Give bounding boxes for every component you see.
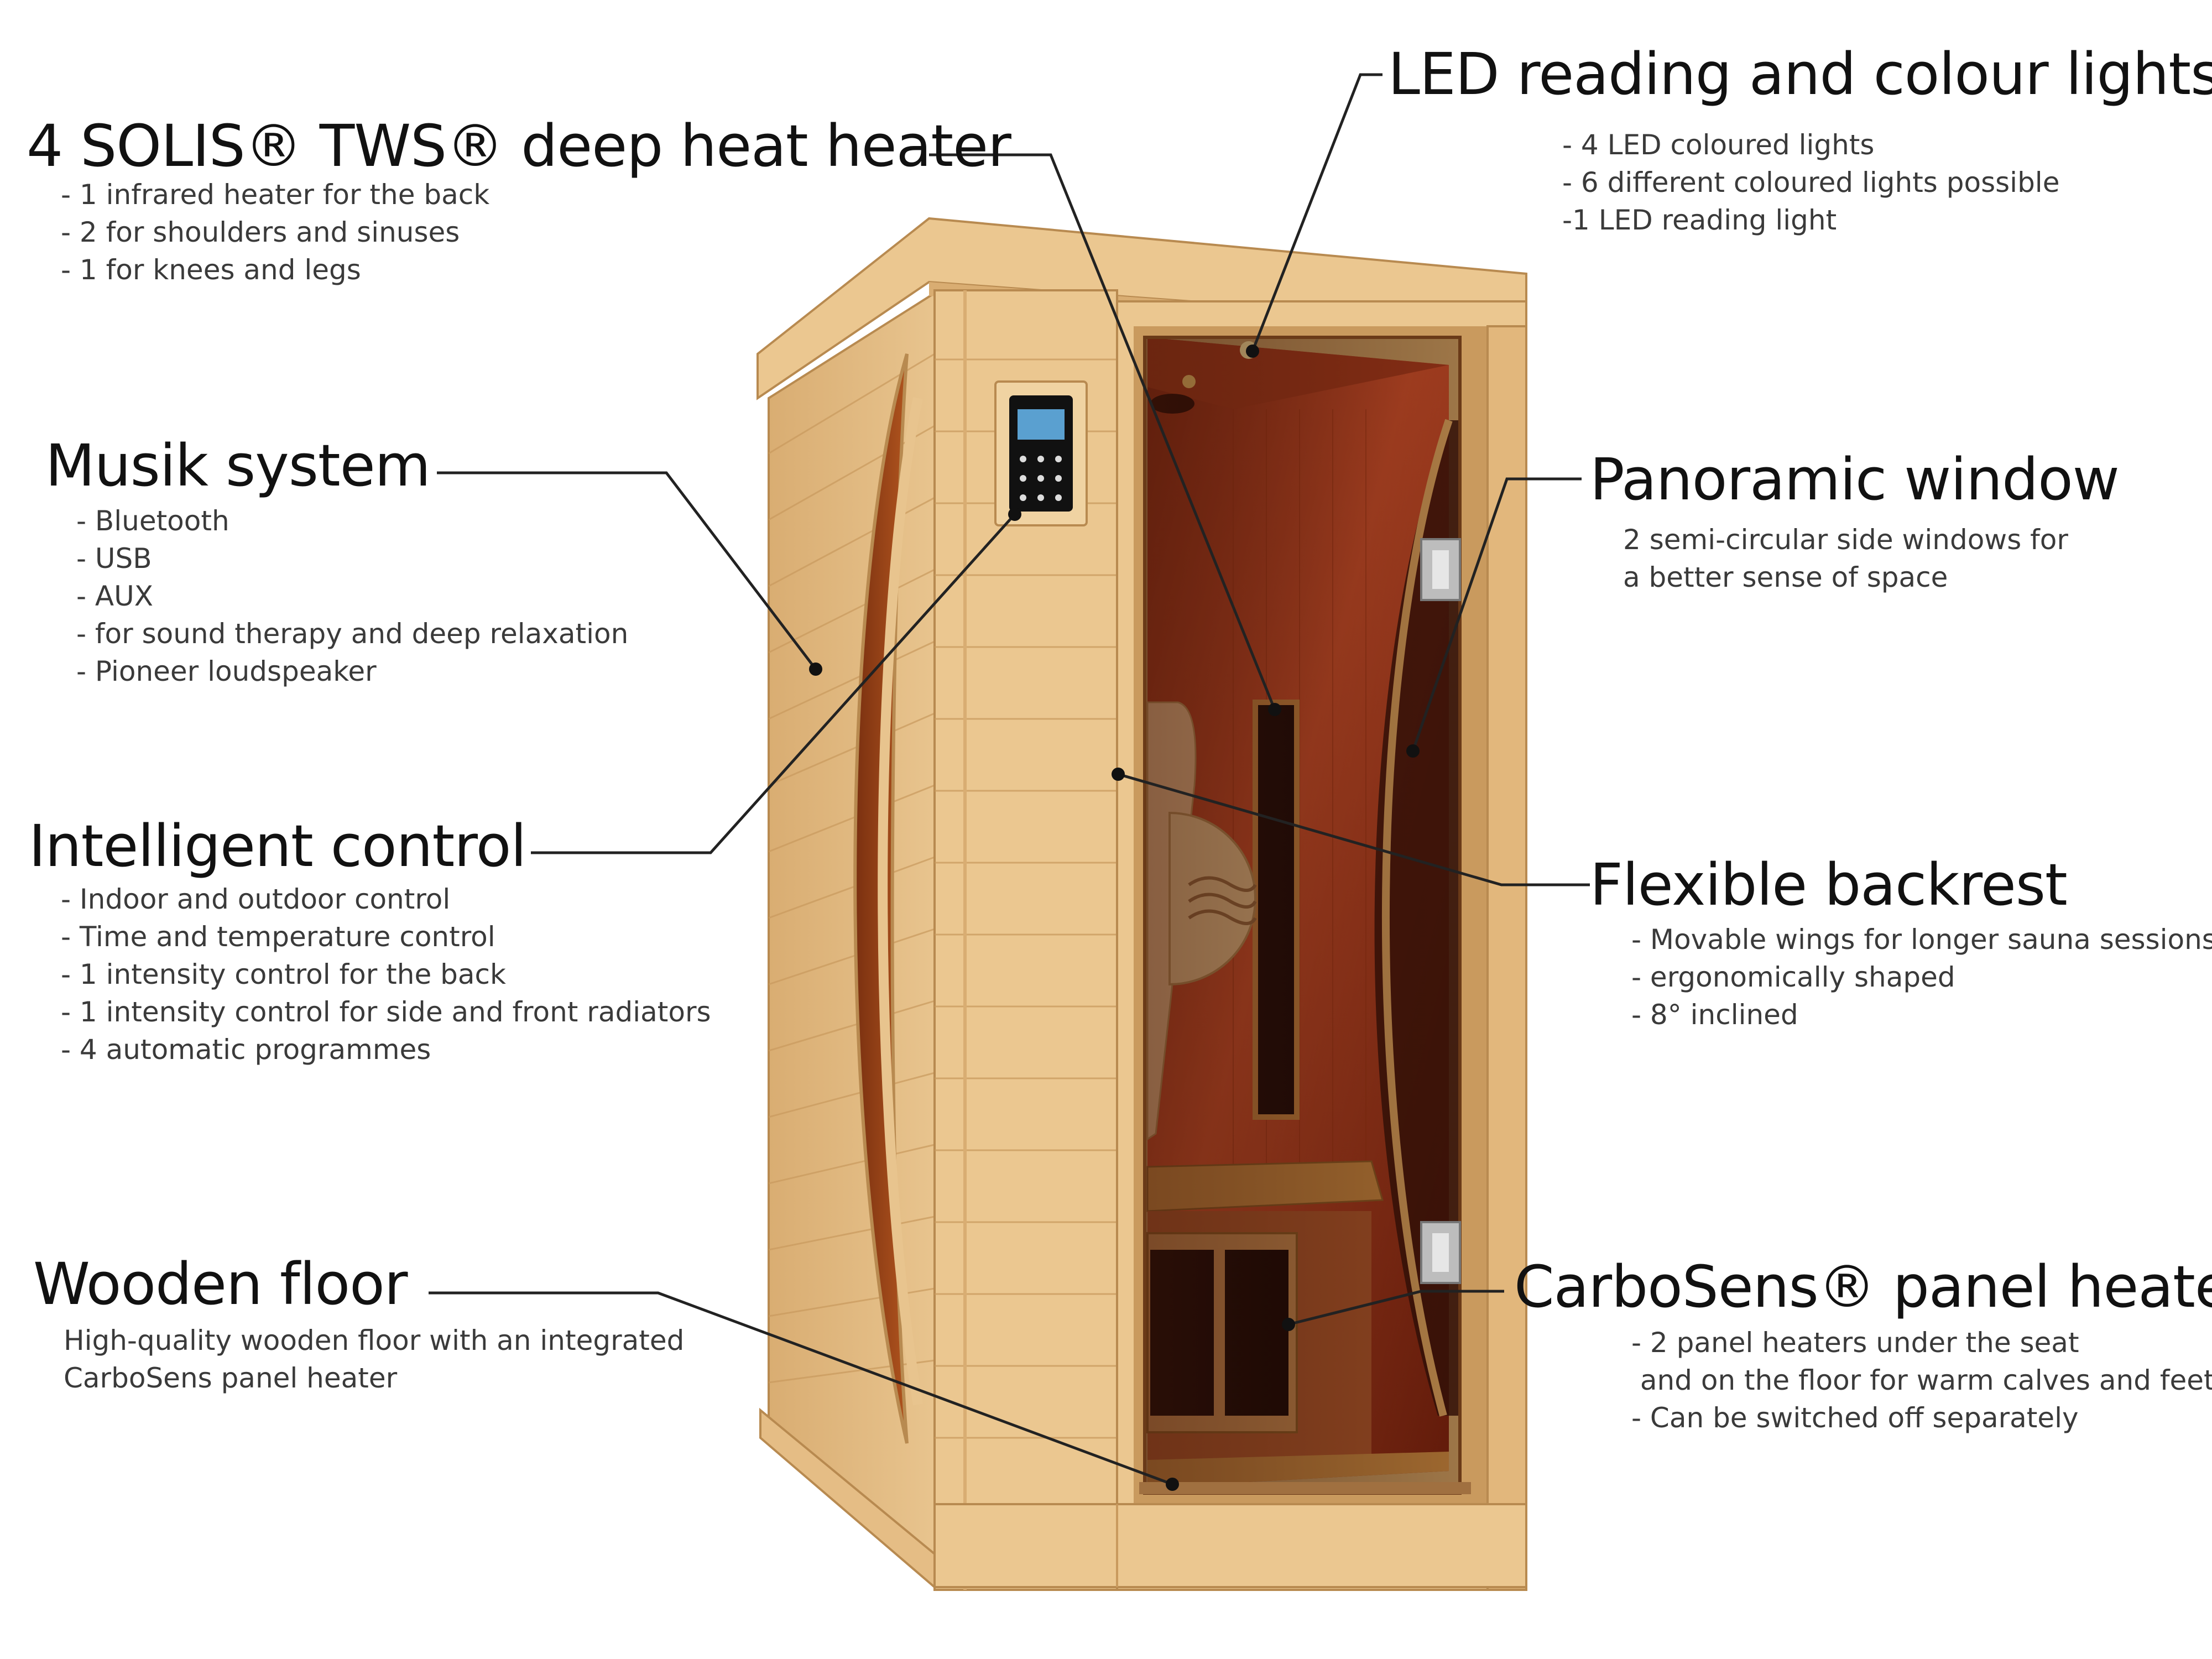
callout-music-list: - Bluetooth - USB - AUX - for sound ther… — [76, 502, 628, 690]
callout-backrest-item: - Movable wings for longer sauna session… — [1631, 924, 2212, 956]
leader-line-music — [437, 471, 817, 670]
leader-dot-window — [1406, 744, 1420, 758]
callout-backrest-title: Flexible backrest — [1590, 851, 2068, 919]
callout-music-item: - Bluetooth — [76, 505, 229, 537]
callout-control-item: - 4 automatic programmes — [61, 1034, 431, 1066]
callout-carbosens-item: and on the floor for warm calves and fee… — [1631, 1364, 2212, 1396]
callout-heater-title: 4 SOLIS® TWS® deep heat heater — [27, 112, 1011, 180]
callout-backrest-list: - Movable wings for longer sauna session… — [1631, 921, 2212, 1034]
callout-heater-list: - 1 infrared heater for the back - 2 for… — [61, 176, 489, 289]
leader-dot-backrest — [1112, 768, 1125, 781]
callout-control-title: Intelligent control — [29, 812, 526, 880]
callout-led-list: - 4 LED coloured lights - 6 different co… — [1562, 126, 2059, 239]
callout-backrest-item: - ergonomically shaped — [1631, 961, 1955, 993]
leader-line-control — [531, 513, 1016, 854]
callout-floor-item: High-quality wooden floor with an integr… — [64, 1324, 685, 1357]
leader-line-floor — [429, 1291, 1173, 1486]
sauna-side-wall — [768, 291, 936, 1590]
callout-music-item: - AUX — [76, 580, 153, 612]
callout-led-item: -1 LED reading light — [1562, 204, 1837, 236]
callout-heater-item: - 2 for shoulders and sinuses — [61, 216, 460, 248]
sauna-right-frame — [1486, 325, 1527, 1591]
callout-control-item: - Indoor and outdoor control — [61, 883, 451, 915]
callout-window-item: a better sense of space — [1623, 561, 1948, 593]
callout-music-item: - Pioneer loudspeaker — [76, 655, 377, 687]
callout-heater-item: - 1 for knees and legs — [61, 254, 361, 286]
control-panel — [994, 380, 1088, 526]
leader-dot-control — [1008, 508, 1021, 521]
callout-window-list: 2 semi-circular side windows for a bette… — [1623, 521, 2068, 596]
door-hinges — [1420, 538, 1461, 1284]
callout-led-title: LED reading and colour lights — [1388, 40, 2212, 108]
leader-dot-led — [1246, 345, 1259, 358]
callout-floor-list: High-quality wooden floor with an integr… — [64, 1322, 684, 1397]
callout-led-item: - 6 different coloured lights possible — [1562, 166, 2060, 199]
callout-backrest-item: - 8° inclined — [1631, 999, 1798, 1031]
callout-window-title: Panoramic window — [1590, 446, 2120, 513]
leader-dots — [809, 345, 1420, 1491]
callout-control-list: - Indoor and outdoor control - Time and … — [61, 880, 711, 1068]
callout-carbosens-item: - Can be switched off separately — [1631, 1402, 2079, 1434]
callout-carbosens-list: - 2 panel heaters under the seat and on … — [1631, 1324, 2212, 1437]
callout-control-item: - Time and temperature control — [61, 921, 495, 953]
callout-music-item: - for sound therapy and deep relaxation — [76, 618, 629, 650]
leader-lines — [429, 73, 1590, 1486]
callout-window-item: 2 semi-circular side windows for — [1623, 524, 2068, 556]
callout-led-item: - 4 LED coloured lights — [1562, 129, 1875, 161]
sauna-base — [759, 1407, 1527, 1590]
glass-door — [1139, 336, 1471, 1495]
callout-control-item: - 1 intensity control for side and front… — [61, 996, 711, 1028]
callout-carbosens-title: CarboSens® panel heater — [1514, 1253, 2212, 1321]
callout-carbosens-item: - 2 panel heaters under the seat — [1631, 1327, 2079, 1359]
leader-dot-carbosens — [1282, 1318, 1295, 1331]
callout-floor-item: CarboSens panel heater — [64, 1362, 398, 1394]
leader-line-backrest — [1118, 773, 1590, 886]
leader-dot-floor — [1166, 1478, 1179, 1491]
callout-heater-item: - 1 infrared heater for the back — [61, 179, 490, 211]
callout-control-item: - 1 intensity control for the back — [61, 958, 506, 990]
leader-line-carbosens — [1288, 1290, 1504, 1326]
leader-line-heater — [929, 153, 1276, 710]
leader-dot-music — [809, 662, 822, 676]
leader-line-led — [1251, 73, 1383, 352]
leader-dot-heater — [1268, 703, 1281, 716]
callout-music-title: Musik system — [45, 432, 431, 499]
callout-floor-title: Wooden floor — [33, 1250, 408, 1318]
leader-line-window — [1411, 477, 1582, 752]
callout-music-item: - USB — [76, 542, 152, 575]
